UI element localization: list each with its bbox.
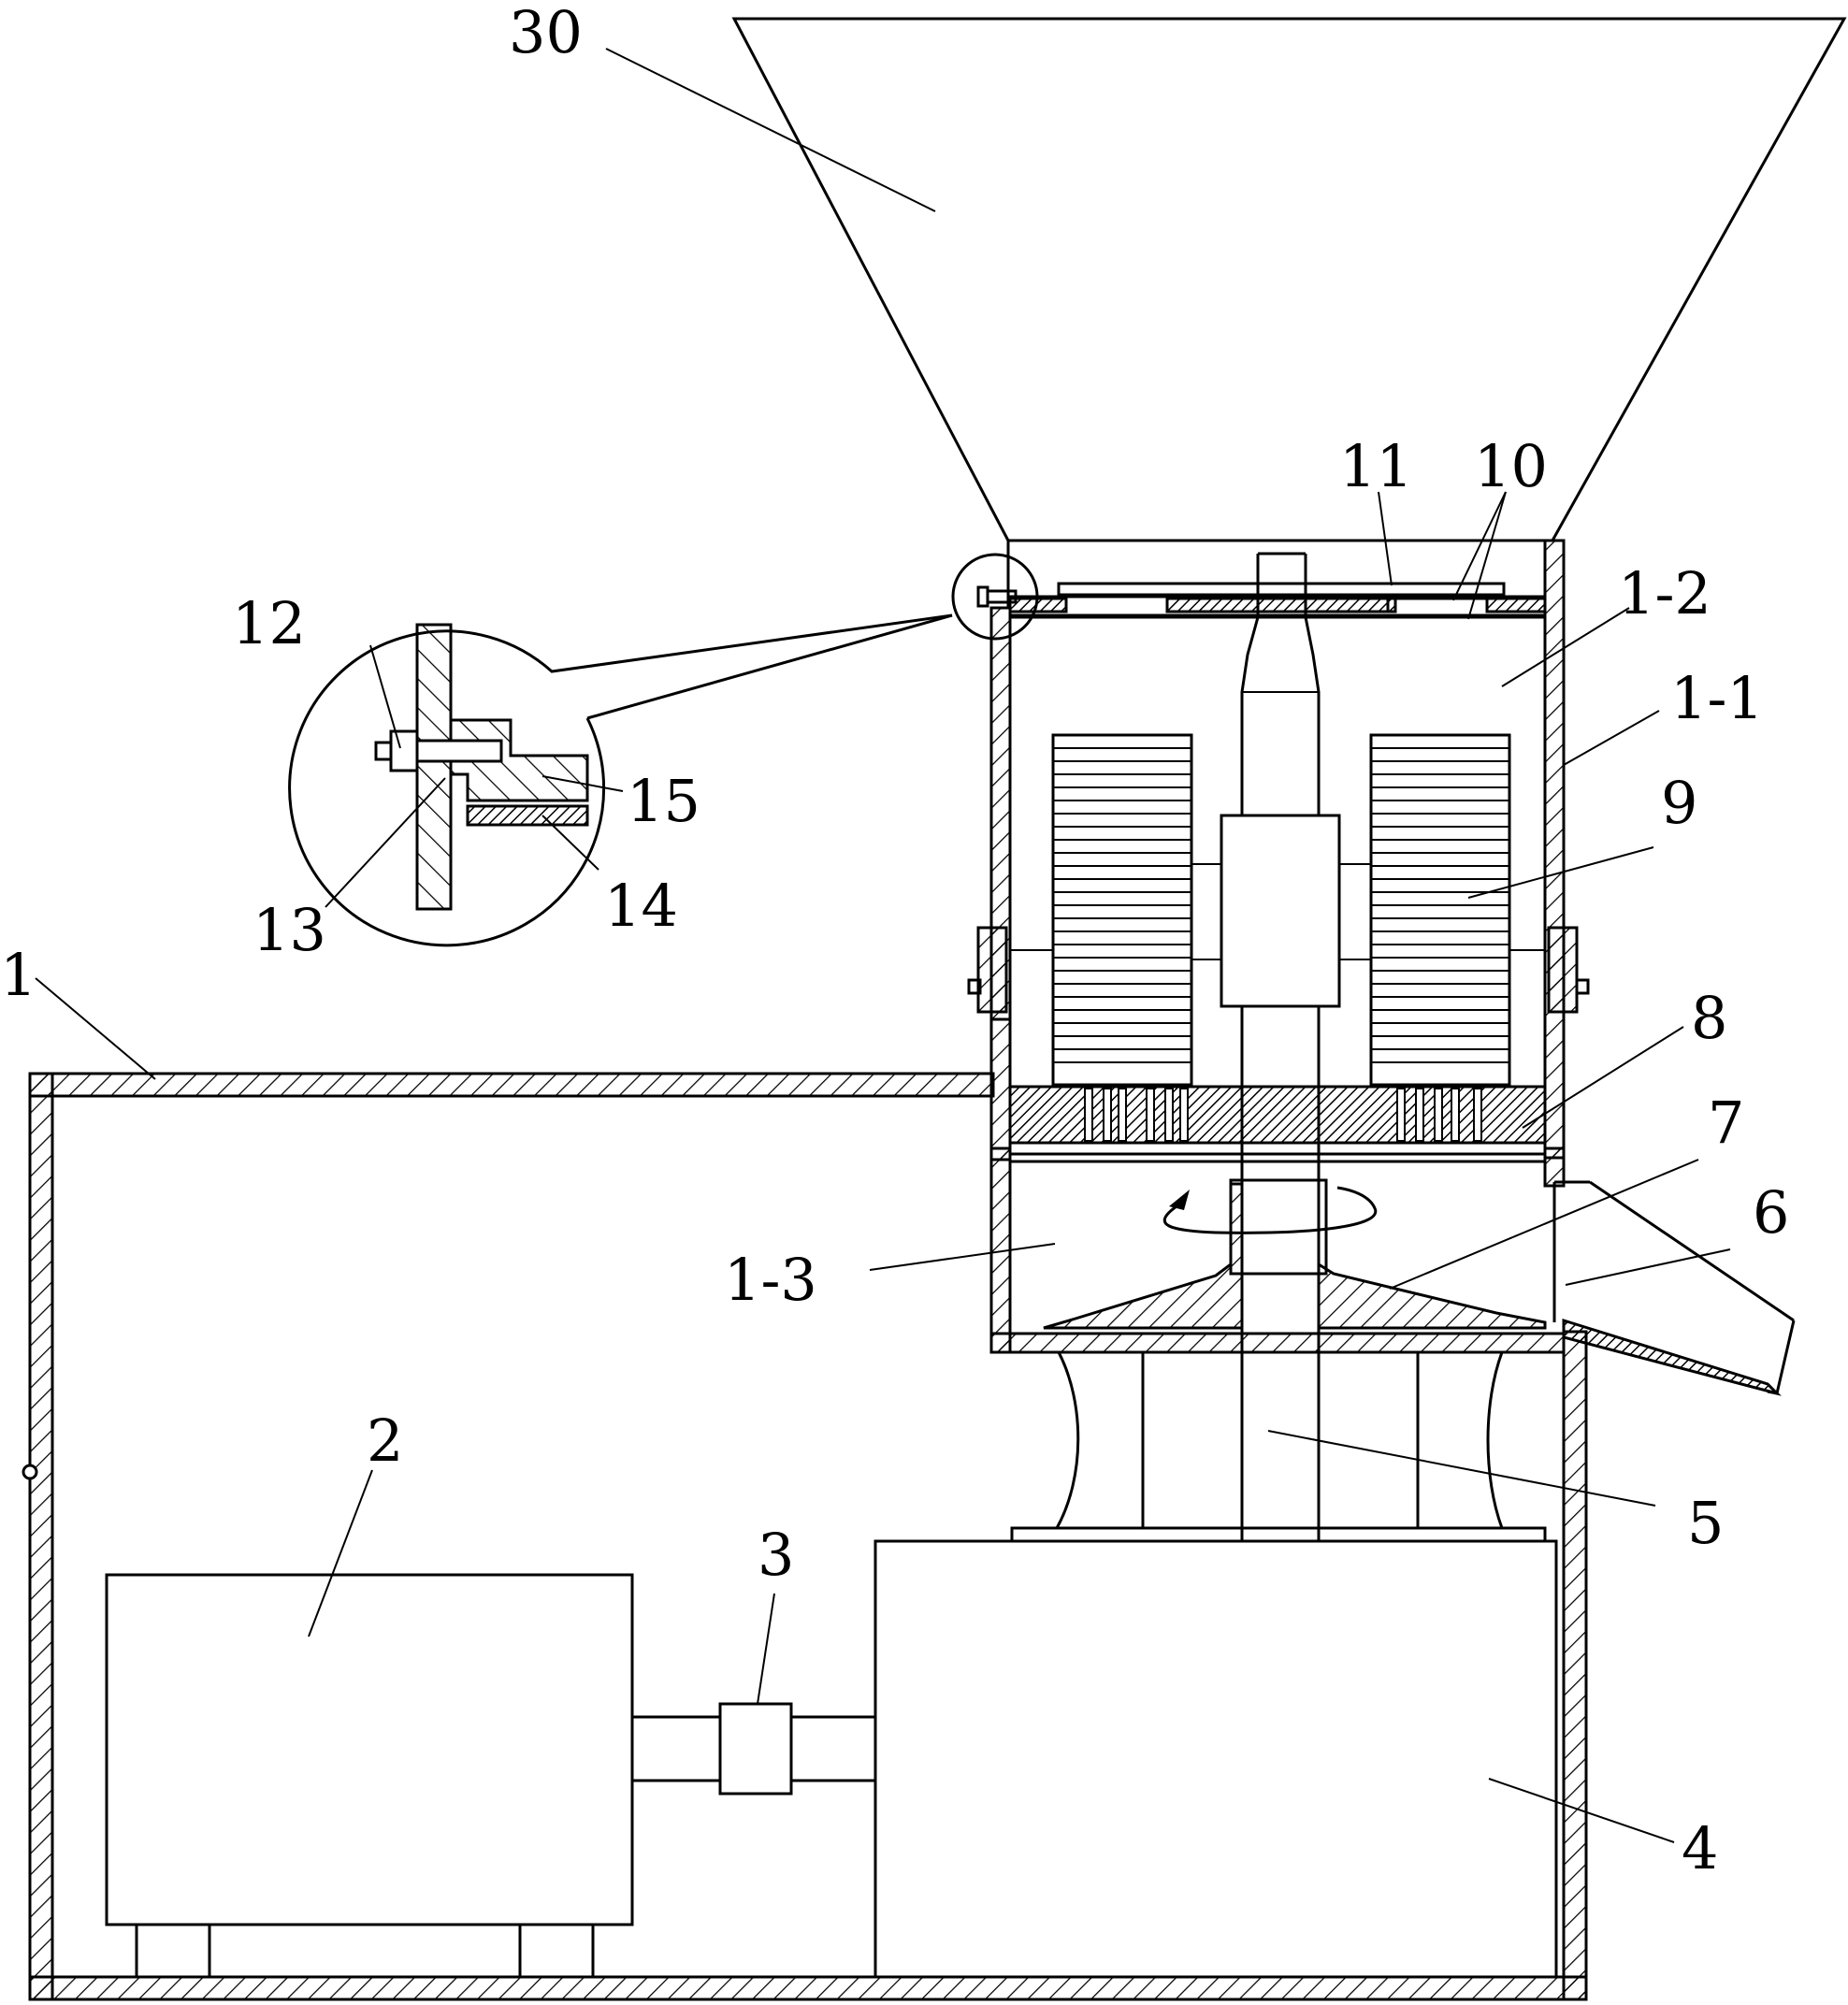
screen-slot	[1179, 1088, 1189, 1142]
label-1: 1	[0, 941, 36, 1009]
label-14: 14	[604, 872, 678, 940]
label-11: 11	[1339, 432, 1413, 500]
label-1-3: 1-3	[724, 1246, 817, 1314]
discharge-chute	[1552, 1180, 1796, 1396]
screen-slot	[1451, 1088, 1460, 1142]
label-1-1: 1-1	[1670, 664, 1764, 732]
part-labels: 30 11 10 1-2 1-1 12 15 9 13 14 1 8 7 6 1…	[0, 0, 1789, 1882]
coupling	[632, 1702, 875, 1796]
screen-slot	[1118, 1088, 1127, 1142]
label-9: 9	[1661, 769, 1697, 837]
screen-slot	[1415, 1088, 1424, 1142]
motor	[105, 1573, 634, 1979]
top-screen-plate	[1008, 582, 1547, 619]
label-1-2: 1-2	[1618, 559, 1711, 627]
screen-slot	[1103, 1088, 1112, 1142]
label-10: 10	[1474, 432, 1548, 500]
label-4: 4	[1682, 1814, 1718, 1882]
leader-lines	[35, 48, 1731, 1843]
enlarged-detail-view	[288, 613, 953, 947]
label-8: 8	[1691, 984, 1727, 1052]
gearbox	[873, 1539, 1558, 1979]
discharge-impeller	[1043, 1178, 1547, 1330]
screen-slot	[1434, 1088, 1443, 1142]
label-5: 5	[1687, 1489, 1724, 1557]
label-30: 30	[509, 0, 583, 66]
hammer-blocks	[1010, 733, 1545, 1087]
label-13: 13	[253, 896, 326, 964]
label-3: 3	[758, 1521, 794, 1589]
label-2: 2	[367, 1406, 403, 1475]
screen-slot	[1164, 1088, 1174, 1142]
hopper	[731, 17, 1847, 541]
label-7: 7	[1708, 1089, 1744, 1157]
bearing-support	[1010, 1351, 1547, 1543]
main-housing	[22, 1072, 1588, 2001]
label-12: 12	[232, 589, 306, 657]
label-15: 15	[627, 767, 700, 835]
hinge-icon	[22, 1464, 38, 1480]
sieve-screen	[1008, 1085, 1547, 1145]
screen-slot	[1473, 1088, 1482, 1142]
screen-slot	[1146, 1088, 1155, 1142]
screw-detail-circle	[951, 553, 1039, 641]
rotation-arrow-icon	[1169, 1190, 1190, 1210]
label-6: 6	[1753, 1178, 1789, 1247]
screen-slot	[1396, 1088, 1406, 1142]
side-flanges	[967, 926, 1590, 1014]
main-shaft	[1220, 552, 1341, 1541]
screen-slot	[1084, 1088, 1093, 1142]
